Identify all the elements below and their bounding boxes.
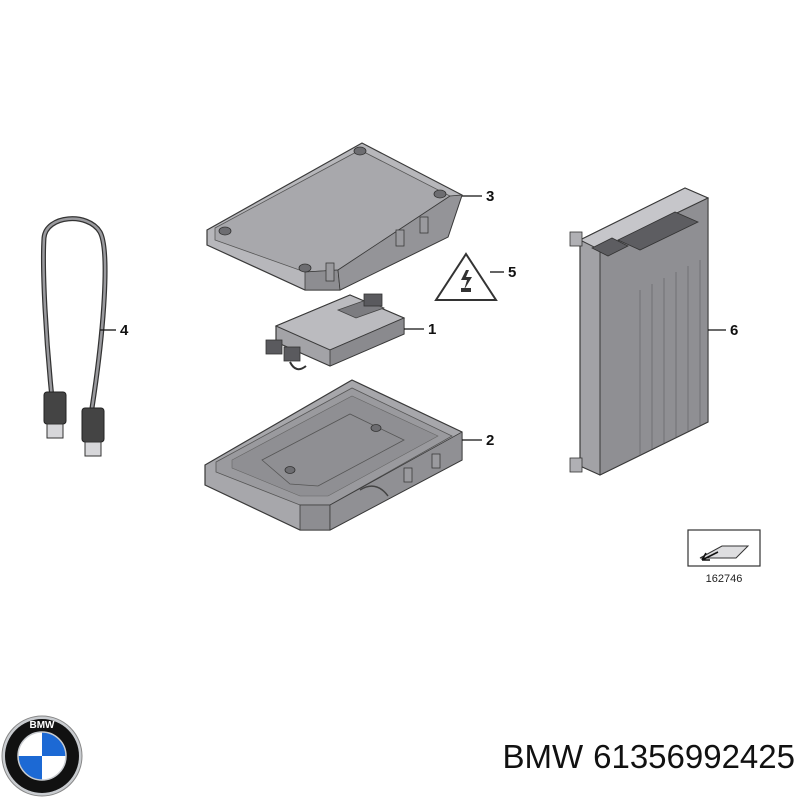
bmw-logo-lettering: BMW <box>30 720 56 731</box>
callout-5: 5 <box>490 264 516 281</box>
callout-4-label: 4 <box>120 322 129 339</box>
part-5-warning-symbol <box>434 252 498 301</box>
callout-3: 3 <box>462 188 494 205</box>
callout-1-label: 1 <box>428 321 436 338</box>
part-2-base-tray <box>204 379 463 531</box>
callout-2: 2 <box>462 432 494 449</box>
arrow-icon <box>701 551 719 561</box>
callout-2-label: 2 <box>486 432 494 449</box>
callout-6-label: 6 <box>730 322 738 339</box>
bmw-logo: BMW <box>1 715 83 797</box>
reference-box: 162746 <box>687 529 761 585</box>
part-3-cover-plate <box>206 142 463 291</box>
part-4-usb-cable <box>40 216 108 457</box>
part-6-control-unit <box>569 187 710 476</box>
callout-3-label: 3 <box>486 188 494 205</box>
brand-name: BMW <box>502 738 584 775</box>
callout-1: 1 <box>404 321 436 338</box>
part-1-control-module <box>265 293 406 371</box>
callout-6: 6 <box>708 322 738 339</box>
callout-4: 4 <box>100 322 129 339</box>
part-number: 61356992425 <box>593 738 795 775</box>
callout-5-label: 5 <box>508 264 516 281</box>
reference-number: 162746 <box>706 573 743 585</box>
